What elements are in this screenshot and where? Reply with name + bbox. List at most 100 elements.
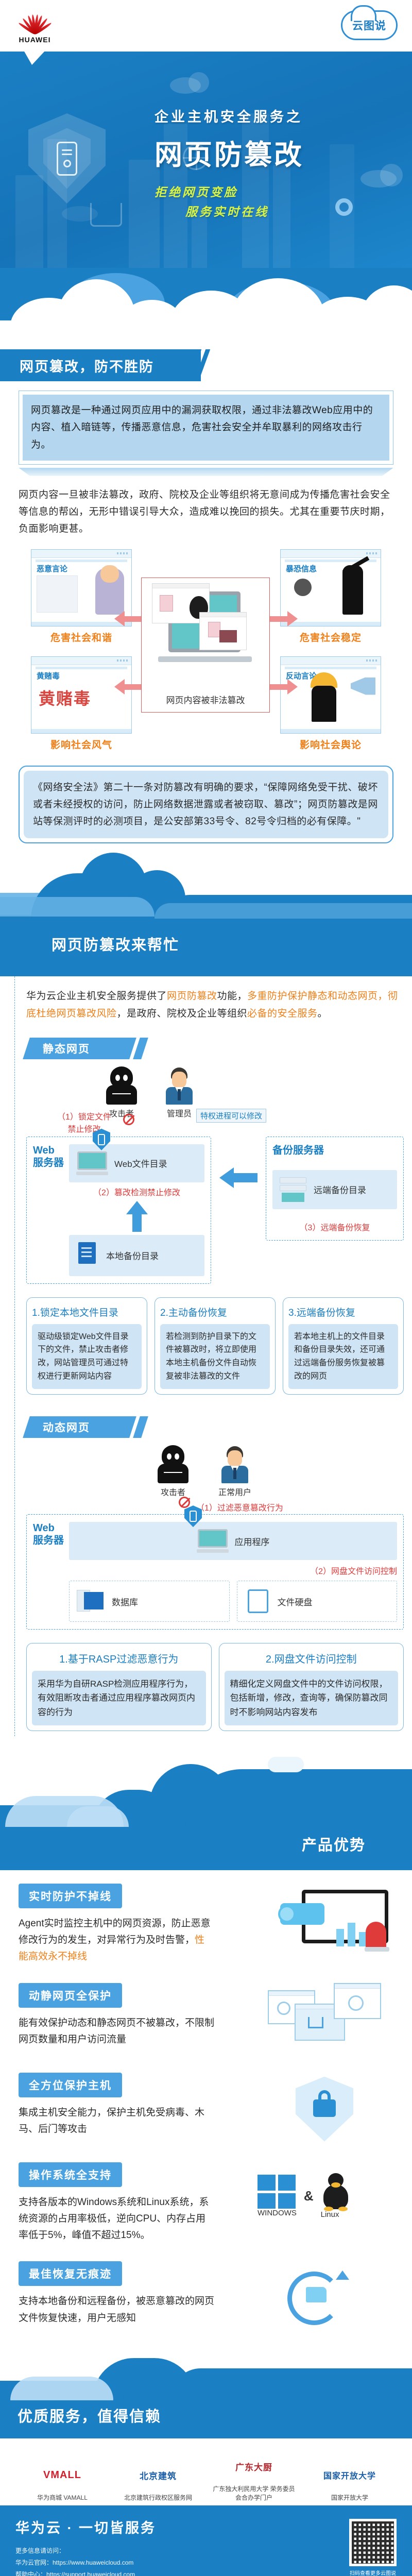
- actor-label: 管理员: [166, 1109, 192, 1118]
- footer-links: 更多信息请访问： 华为云官网：https://www.huaweicloud.c…: [15, 2545, 397, 2576]
- intro-highlight-3: 必备的安全服务: [247, 1008, 318, 1019]
- restore-disk-icon: [272, 2263, 380, 2330]
- dynamic-step1: （1）过滤恶意篡改行为: [196, 1504, 283, 1513]
- os-logos-icon: WINDOWS & Linux: [258, 2165, 381, 2227]
- card-body: 采用华为自研RASP检测应用程序行为，有效阻断攻击者通过应用程序篡改网页内容的行…: [32, 1671, 206, 1725]
- advantages-title: 产品优势: [301, 1837, 366, 1854]
- globe-icon: [183, 144, 209, 170]
- hero-title: 网页防篡改: [154, 140, 304, 171]
- backup-server-title: 备份服务器: [272, 1144, 324, 1156]
- laptop-icon: [76, 1151, 108, 1175]
- card-title: 1.基于RASP过滤恶意行为: [59, 1654, 179, 1666]
- hero-superline: 企业主机安全服务之: [154, 109, 303, 125]
- impact-tag: 黄赌毒: [37, 671, 60, 681]
- user-icon: [219, 1445, 250, 1484]
- partner-item: 北京建筑 北京建筑行政权区服务网: [117, 2461, 199, 2502]
- qr-code-block: 扫码查看更多云图说: [349, 2519, 397, 2576]
- hero-banner: 企业主机安全服务之 网页防篡改 拒绝网页变脸 服务实时在线: [0, 52, 412, 268]
- huawei-logo: HUAWEI: [15, 12, 54, 44]
- impact-caption: 危害社会稳定: [299, 632, 362, 643]
- web-file-dir-node: Web文件目录: [69, 1144, 204, 1182]
- tampered-webpage-caption: 网页内容被非法篡改: [166, 695, 245, 705]
- footer-line: 更多信息请访问：: [15, 2547, 65, 2555]
- cloud-divider: [0, 268, 412, 358]
- actor-label: 正常用户: [218, 1488, 251, 1498]
- feature-card: 1.锁定本地文件目录 驱动级锁定Web文件目录下的文件，禁止攻击者修改，网站管理…: [26, 1297, 147, 1395]
- arrow-to-top-left: [114, 611, 143, 626]
- arrow-left-icon: [219, 1167, 258, 1188]
- card-title: 3.远端备份恢复: [288, 1307, 355, 1318]
- database-node: 数据库: [69, 1581, 230, 1622]
- local-backup-node: 本地备份目录: [69, 1234, 204, 1276]
- section1-title: 网页篡改，防不胜防: [20, 359, 154, 375]
- static-step3: （3）远端备份恢复: [299, 1223, 370, 1232]
- application-node: 应用程序: [69, 1522, 397, 1561]
- advantage-art: [224, 1982, 393, 2055]
- section1-heading: 网页篡改，防不胜防: [0, 349, 412, 381]
- footer-line[interactable]: 华为云官网：https://www.huaweicloud.com: [15, 2558, 134, 2566]
- windows-logo-icon: [258, 2175, 296, 2209]
- partner-item: 广东大厨 广东独大利民用大学 荣务委员会合办学门户: [213, 2452, 295, 2502]
- static-actors: 攻击者 管理员 特权进程可以修改 （1）锁定文件 禁止修改: [26, 1066, 404, 1134]
- footer-line[interactable]: 帮助中心：https://support.huaweicloud.com: [15, 2570, 135, 2576]
- advantage-text: 能有效保护动态和静态网页不被篡改，不限制网页数量和用户访问流量: [19, 2017, 215, 2045]
- dynamic-step2: （2）网盘文件访问控制: [310, 1567, 397, 1577]
- admin-privilege-note: 特权进程可以修改: [196, 1108, 267, 1123]
- section1-paragraph: 网页内容一旦被非法篡改，政府、院校及企业等组织将无意间成为传播危害社会安全等信息…: [19, 489, 390, 535]
- huawei-fan-icon: [15, 12, 54, 36]
- advantage-item: 全方位保护主机 集成主机安全能力，保护主机免受病毒、木马、后门等攻击: [19, 2072, 393, 2145]
- card-title: 2.主动备份恢复: [160, 1307, 227, 1318]
- app-icon: [196, 1529, 229, 1553]
- remote-backup-node: 远端备份目录: [272, 1170, 397, 1209]
- static-step1: （1）锁定文件 禁止修改: [57, 1112, 111, 1134]
- shield-lock-icon: [275, 2073, 378, 2145]
- gear-icon: [335, 198, 353, 216]
- impact-caption: 影响社会舆论: [299, 739, 362, 751]
- advantage-text: 集成主机安全能力，保护主机免受病毒、木马、后门等攻击: [19, 2107, 205, 2134]
- partner-caption: 北京建筑行政权区服务网: [124, 2494, 192, 2502]
- partner-caption: 广东独大利民用大学 荣务委员会合办学门户: [213, 2485, 295, 2502]
- impact-tag: 反动言论: [286, 671, 317, 681]
- law-quote-box: 《网络安全法》第二十一条对防篡改有明确的要求，“保障网络免受干扰、破坏或者未经授…: [19, 765, 393, 844]
- linux-penguin-icon: [321, 2173, 351, 2212]
- dynamic-webpage-tag: 动态网页: [23, 1416, 148, 1438]
- impact-caption: 影响社会风气: [50, 739, 112, 751]
- yuntushuo-text: 云图说: [352, 20, 386, 32]
- advantage-art: WINDOWS & Linux: [224, 2162, 393, 2234]
- static-tag-label: 静态网页: [43, 1043, 90, 1055]
- advantage-item: 实时防护不掉线 Agent实时监控主机中的网页资源，防止恶意修改行为的发生，对异…: [19, 1883, 393, 1965]
- remote-restore-arrow: [219, 1137, 258, 1188]
- impact-card-bottom-left: 黄赌毒 黄赌毒 影响社会风气: [31, 656, 132, 751]
- forbidden-icon: [123, 1113, 135, 1125]
- quality-title: 优质服务，值得信赖: [18, 2409, 162, 2426]
- impact-card-top-right: 暴恐信息 危害社会稳定: [280, 549, 381, 644]
- restore-arrow-up-icon: [126, 1200, 148, 1232]
- section2-title: 网页防篡改来帮忙: [52, 937, 180, 954]
- hacker-icon: [106, 1066, 137, 1105]
- section1-callout-text: 网页篡改是一种通过网页应用中的漏洞获取权限，通过非法篡改Web应用中的内容、植入…: [31, 405, 373, 450]
- forbidden-icon: [179, 1497, 191, 1509]
- card-body: 驱动级锁定Web文件目录下的文件，禁止攻击者修改，网站管理员可通过特权进行更新网…: [32, 1324, 142, 1389]
- card-title: 1.锁定本地文件目录: [32, 1307, 118, 1318]
- server-icon: [57, 141, 77, 176]
- advantage-badge: 全方位保护主机: [19, 2072, 122, 2097]
- dynamic-actors: 攻击者 正常用户 （1）过滤恶意篡改行为: [26, 1445, 404, 1513]
- hard-disk-icon: [245, 1588, 271, 1614]
- partner-item: VMALL 华为商城 VAMALL: [21, 2461, 104, 2502]
- arrow-to-top-right: [269, 611, 298, 626]
- partner-mark: 广东大厨: [235, 2462, 272, 2472]
- impact-tag: 恶意言论: [37, 564, 68, 573]
- tampered-webpage-node: 网页内容被非法篡改: [141, 577, 270, 713]
- static-step2: （2）篡改检测禁止修改: [93, 1188, 180, 1197]
- yuntushuo-logo: 云图说: [341, 5, 398, 40]
- feature-card: 3.远端备份恢复 若本地主机上的文件目录和备份目录失效，还可通过远端备份服务恢复…: [283, 1297, 404, 1395]
- intro-mid-1: 功能，: [217, 991, 248, 1002]
- actor-normal-user: 正常用户: [212, 1445, 258, 1498]
- web-server-title: Web 服务器: [33, 1144, 64, 1168]
- file-disk-node: 文件硬盘: [236, 1581, 397, 1622]
- footer-slogan: 华为云 · 一切皆服务: [15, 2520, 156, 2536]
- impact-card-top-left: 恶意言论 危害社会和谐: [31, 549, 132, 644]
- partner-item: 国家开放大学 国家开放大学: [308, 2461, 391, 2502]
- partner-mark: 国家开放大学: [323, 2472, 376, 2481]
